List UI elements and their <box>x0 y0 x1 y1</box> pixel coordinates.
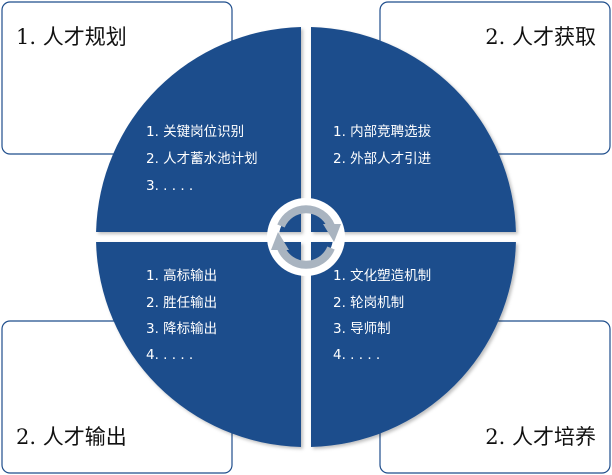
item-bottom-right-3: 3. 导师制 <box>333 321 391 337</box>
quadrant-top-left <box>96 27 301 233</box>
title-bottom-right: 2. 人才培养 <box>485 425 596 449</box>
item-bottom-left-2: 2. 胜任输出 <box>146 295 217 311</box>
cycle-arrows-icon <box>267 198 345 276</box>
item-bottom-right-2: 2. 轮岗机制 <box>333 295 404 311</box>
items-top-left: 1. 关键岗位识别 2. 人才蓄水池计划 3. . . . . <box>146 124 258 194</box>
cycle-arrowhead-upper <box>323 224 341 242</box>
item-bottom-right-1: 1. 文化塑造机制 <box>333 268 431 284</box>
item-top-right-2: 2. 外部人才引进 <box>333 151 432 167</box>
item-top-left-1: 1. 关键岗位识别 <box>146 124 244 140</box>
quadrant-top-right <box>311 27 516 233</box>
title-top-left: 1. 人才规划 <box>16 25 127 49</box>
quadrant-bottom-left <box>96 242 301 447</box>
cycle-arrowhead-lower <box>271 232 289 250</box>
item-top-left-3: 3. . . . . <box>146 178 193 194</box>
items-bottom-right: 1. 文化塑造机制 2. 轮岗机制 3. 导师制 4. . . . . <box>333 268 431 363</box>
item-top-right-1: 1. 内部竞聘选拔 <box>333 123 432 140</box>
quadrant-bottom-right <box>311 242 516 447</box>
title-bottom-left: 2. 人才输出 <box>16 425 127 449</box>
items-bottom-left: 1. 高标输出 2. 胜任输出 3. 降标输出 4. . . . . <box>146 267 217 363</box>
item-bottom-left-4: 4. . . . . <box>146 347 193 363</box>
title-top-right: 2. 人才获取 <box>485 25 596 49</box>
cycle-arrow-upper <box>277 205 335 228</box>
item-bottom-right-4: 4. . . . . <box>333 347 380 363</box>
item-top-left-2: 2. 人才蓄水池计划 <box>146 151 258 167</box>
item-bottom-left-3: 3. 降标输出 <box>146 321 217 337</box>
item-bottom-left-1: 1. 高标输出 <box>146 267 217 284</box>
cycle-arrow-lower <box>277 246 335 269</box>
items-top-right: 1. 内部竞聘选拔 2. 外部人才引进 <box>333 123 432 167</box>
